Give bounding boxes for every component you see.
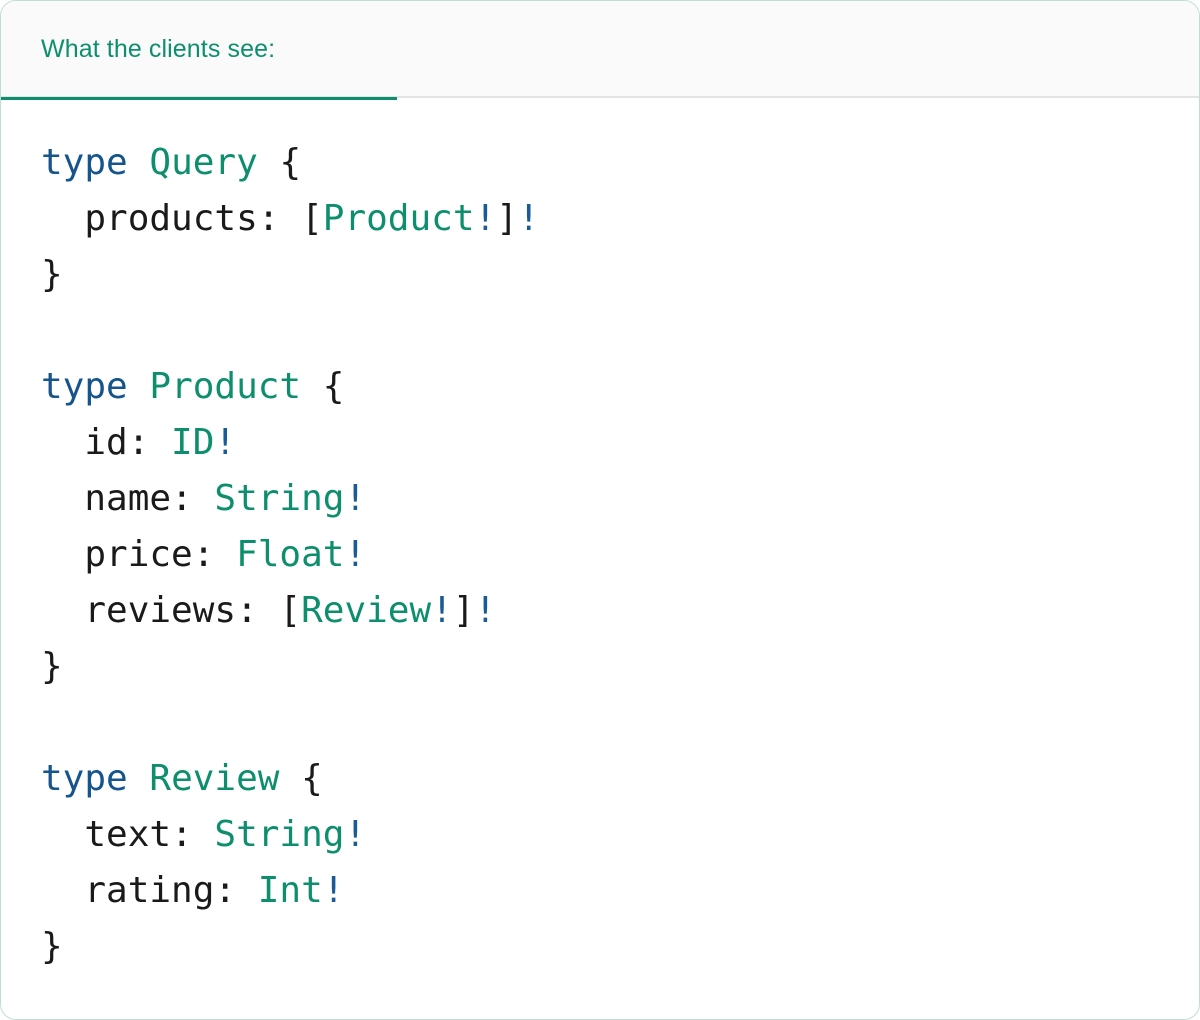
code-token-type-name: Int — [257, 870, 323, 911]
code-line: name: String! — [41, 471, 1199, 527]
code-token-bang: ! — [214, 422, 237, 463]
code-token-plain — [128, 366, 150, 407]
code-line: price: Float! — [41, 527, 1199, 583]
code-token-field-name: products: — [41, 198, 302, 239]
code-token-plain — [258, 142, 280, 183]
code-line: type Query { — [41, 135, 1199, 191]
code-token-keyword: type — [41, 366, 128, 407]
code-line: } — [41, 919, 1199, 975]
code-token-punctuation: [ — [279, 590, 302, 631]
code-line — [41, 695, 1199, 751]
code-token-punctuation: ] — [496, 198, 518, 239]
tab-label: What the clients see: — [41, 35, 276, 63]
active-tab-underline — [1, 97, 397, 100]
code-line: type Product { — [41, 359, 1199, 415]
code-token-field-name: reviews: — [41, 590, 280, 631]
code-token-field-name: name: — [41, 478, 215, 519]
code-token-bang: ! — [344, 534, 367, 575]
code-line: text: String! — [41, 807, 1199, 863]
code-token-field-name: text: — [41, 814, 215, 855]
code-token-punctuation: } — [41, 926, 63, 967]
code-token-bang: ! — [322, 870, 345, 911]
code-line: rating: Int! — [41, 863, 1199, 919]
code-token-plain — [301, 366, 323, 407]
code-token-type-name: Review — [301, 590, 432, 631]
code-token-bang: ! — [431, 590, 453, 631]
code-token-type-name: Product — [322, 198, 475, 239]
code-token-punctuation: } — [41, 646, 63, 687]
tab-what-the-clients-see[interactable]: What the clients see: — [1, 1, 397, 100]
code-token-plain — [128, 758, 150, 799]
code-token-field-name: price: — [41, 534, 237, 575]
code-line: id: ID! — [41, 415, 1199, 471]
code-token-keyword: type — [41, 142, 128, 183]
code-panel: type Query { products: [Product!]!} type… — [1, 98, 1199, 975]
code-token-type-name: Float — [236, 534, 345, 575]
code-token-bang: ! — [344, 478, 367, 519]
code-line: reviews: [Review!]! — [41, 583, 1199, 639]
code-token-punctuation: { — [301, 758, 323, 799]
code-token-bang: ! — [517, 198, 540, 239]
code-token-punctuation: [ — [301, 198, 323, 239]
code-token-type-name: Query — [149, 142, 258, 183]
code-line: } — [41, 247, 1199, 303]
code-line — [41, 303, 1199, 359]
code-line: type Review { — [41, 751, 1199, 807]
code-token-type-name: ID — [171, 422, 215, 463]
code-token-punctuation: { — [279, 142, 302, 183]
graphql-schema-code: type Query { products: [Product!]!} type… — [41, 135, 1199, 975]
code-line: } — [41, 639, 1199, 695]
code-token-keyword: type — [41, 758, 128, 799]
code-token-type-name: String — [214, 814, 345, 855]
code-token-plain — [279, 758, 301, 799]
code-token-punctuation: { — [322, 366, 345, 407]
code-token-bang: ! — [474, 590, 497, 631]
code-token-bang: ! — [474, 198, 497, 239]
code-root: type Query { products: [Product!]!} type… — [41, 135, 1199, 975]
code-token-field-name: rating: — [41, 870, 258, 911]
code-token-punctuation: } — [41, 254, 63, 295]
code-token-plain — [128, 142, 150, 183]
code-token-bang: ! — [344, 814, 367, 855]
code-token-field-name: id: — [41, 422, 172, 463]
code-token-type-name: String — [214, 478, 345, 519]
tab-bar: What the clients see: — [1, 1, 1199, 100]
code-token-punctuation: ] — [452, 590, 475, 631]
code-line: products: [Product!]! — [41, 191, 1199, 247]
code-token-type-name: Product — [149, 366, 302, 407]
code-token-type-name: Review — [149, 758, 280, 799]
